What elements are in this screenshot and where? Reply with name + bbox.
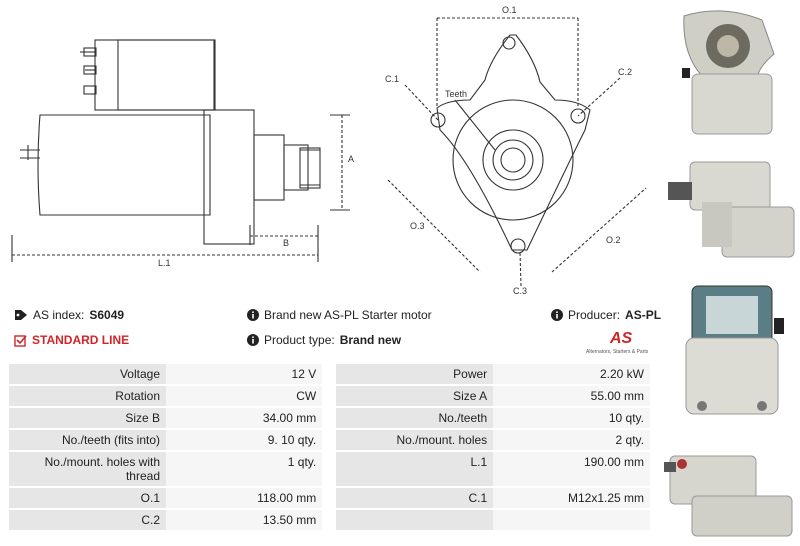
product-type-label: Product type:	[264, 333, 335, 347]
checkbox-icon	[14, 334, 27, 347]
spec-key: No./teeth	[336, 408, 494, 428]
product-type: Product type: Brand new	[247, 333, 401, 347]
info-icon	[551, 309, 563, 321]
dim-c3-label: C.3	[513, 286, 527, 296]
spec-row: No./teeth (fits into)9. 10 qty. No./mount…	[9, 430, 650, 450]
tag-icon	[15, 310, 27, 320]
spec-gap	[322, 510, 337, 530]
brand-text: Brand new AS-PL Starter motor	[264, 308, 432, 322]
spec-gap	[322, 430, 337, 450]
spec-value: 118.00 mm	[166, 488, 323, 508]
spec-value: CW	[166, 386, 323, 406]
spec-key: L.1	[336, 452, 494, 486]
logo-tagline: Alternators, Starters & Parts	[586, 349, 649, 355]
dim-l1-label: L.1	[158, 258, 171, 268]
standard-line-label: STANDARD LINE	[32, 333, 130, 347]
producer-value: AS-PL	[625, 308, 662, 322]
spec-value	[493, 510, 650, 530]
dim-o3-label: O.3	[410, 221, 425, 231]
spec-key	[336, 510, 494, 530]
product-photo-rear[interactable]	[662, 278, 800, 423]
spec-key: No./teeth (fits into)	[9, 430, 166, 450]
product-type-value: Brand new	[339, 333, 402, 347]
dim-c2-label: C.2	[618, 67, 632, 77]
product-info: AS index: S6049 STANDARD LINE Brand new …	[14, 304, 661, 356]
spec-key: C.1	[336, 488, 494, 508]
teeth-label: Teeth	[445, 89, 467, 99]
standard-line: STANDARD LINE	[14, 333, 129, 347]
dim-o1-label: O.1	[502, 5, 517, 15]
spec-value: 13.50 mm	[166, 510, 323, 530]
info-icon	[247, 309, 259, 321]
product-photo-side[interactable]	[662, 152, 800, 267]
dim-c1-label: C.1	[385, 74, 399, 84]
spec-key: No./mount. holes	[336, 430, 494, 450]
spec-value: 1 qty.	[166, 452, 323, 486]
product-photos	[662, 0, 800, 546]
product-photo-front[interactable]	[662, 4, 800, 144]
dim-b-label: B	[283, 238, 289, 248]
spec-value: 10 qty.	[493, 408, 650, 428]
producer: Producer: AS-PL	[551, 308, 661, 322]
technical-drawing: A B L.1 O.1 C.1 C.2 Teeth O.3 O.2 C.3	[11, 5, 647, 296]
spec-value: 34.00 mm	[166, 408, 323, 428]
as-pl-logo: AS Alternators, Starters & Parts	[586, 330, 649, 355]
spec-key: Voltage	[9, 364, 166, 384]
spec-value: 9. 10 qty.	[166, 430, 323, 450]
spec-gap	[322, 452, 337, 486]
spec-gap	[322, 364, 337, 384]
spec-key: Size A	[336, 386, 494, 406]
dim-o2-label: O.2	[606, 235, 621, 245]
spec-value: 55.00 mm	[493, 386, 650, 406]
spec-gap	[322, 386, 337, 406]
spec-key: No./mount. holes with thread	[9, 452, 166, 486]
spec-value: 12 V	[166, 364, 323, 384]
spec-key: C.2	[9, 510, 166, 530]
brand-description: Brand new AS-PL Starter motor	[247, 308, 432, 322]
spec-value: 2.20 kW	[493, 364, 650, 384]
as-index: AS index: S6049	[14, 308, 124, 322]
spec-value: M12x1.25 mm	[493, 488, 650, 508]
spec-key: Size B	[9, 408, 166, 428]
spec-gap	[322, 488, 337, 508]
front-view	[387, 17, 647, 287]
spec-value: 190.00 mm	[493, 452, 650, 486]
as-index-label: AS index:	[33, 308, 85, 322]
logo-mark: AS	[609, 330, 633, 347]
side-view	[11, 39, 350, 262]
spec-key: Rotation	[9, 386, 166, 406]
product-photo-top[interactable]	[662, 440, 800, 540]
producer-label: Producer:	[568, 308, 621, 322]
dim-a-label: A	[348, 154, 354, 164]
spec-gap	[322, 408, 337, 428]
spec-value: 2 qty.	[493, 430, 650, 450]
spec-key: O.1	[9, 488, 166, 508]
as-index-value: S6049	[89, 308, 125, 322]
info-icon	[247, 334, 259, 346]
spec-key: Power	[336, 364, 494, 384]
